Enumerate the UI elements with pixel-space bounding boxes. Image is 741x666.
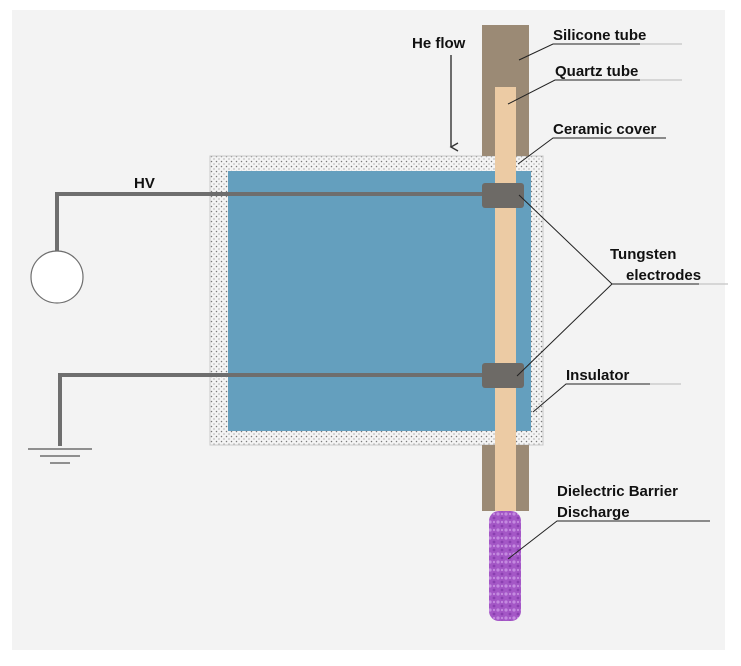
- leader-insulator: [532, 383, 650, 413]
- label-dbd-line1: Dielectric Barrier: [557, 483, 678, 500]
- label-quartz-tube: Quartz tube: [555, 63, 638, 80]
- tungsten-electrode-upper: [482, 183, 524, 208]
- leader-quartz: [507, 79, 640, 105]
- insulator-block: [228, 171, 531, 431]
- ground-icon: [28, 448, 92, 464]
- label-ceramic-cover: Ceramic cover: [553, 121, 657, 138]
- label-insulator: Insulator: [566, 367, 630, 384]
- leader-silicone: [518, 43, 640, 61]
- tungsten-electrode-lower: [482, 363, 524, 388]
- label-hv: HV: [134, 175, 155, 192]
- leader-dbd: [507, 520, 710, 560]
- label-electrodes: electrodes: [626, 267, 701, 284]
- leader-tungsten-lower: [516, 283, 699, 377]
- label-silicone-tube: Silicone tube: [553, 27, 646, 44]
- leader-tungsten-upper: [518, 194, 613, 285]
- quartz-tube: [495, 87, 516, 511]
- leader-lines: [507, 43, 728, 560]
- label-dbd-line2: Discharge: [557, 504, 630, 521]
- leader-ceramic: [517, 137, 666, 165]
- label-he-flow: He flow: [412, 35, 466, 52]
- hv-source-icon: [30, 250, 84, 304]
- hv-wire: [55, 192, 483, 256]
- ground-wire: [58, 373, 483, 446]
- label-tungsten: Tungsten: [610, 246, 676, 263]
- discharge-plume: [489, 511, 521, 621]
